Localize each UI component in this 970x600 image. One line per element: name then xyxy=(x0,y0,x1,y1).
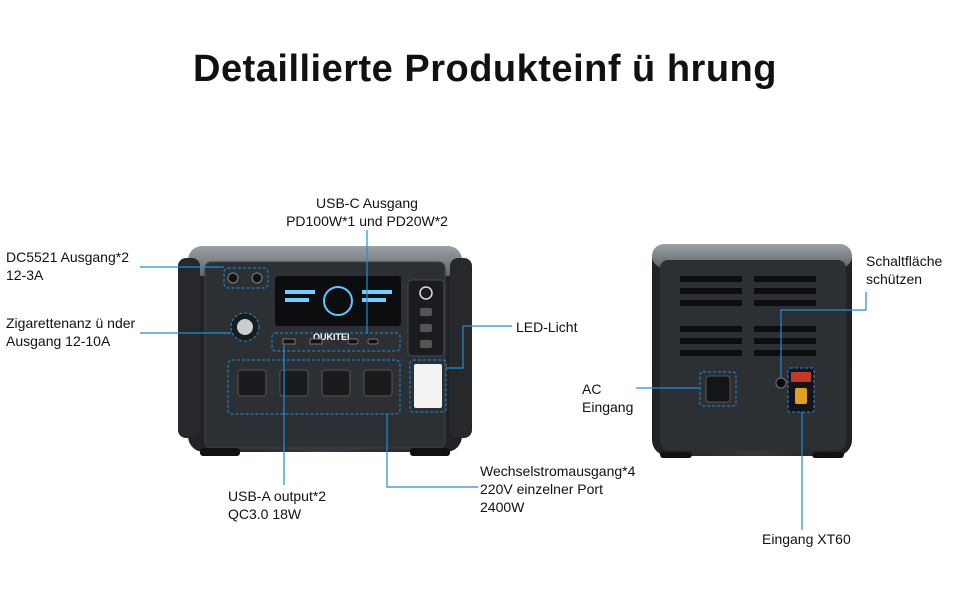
power-icon xyxy=(419,286,433,300)
callout-lines xyxy=(140,230,867,530)
callout-line-ac-out xyxy=(386,414,478,488)
socket-icon xyxy=(237,369,393,397)
front-unit: OUKITEL xyxy=(178,246,472,456)
callout-line-protect xyxy=(780,292,867,378)
lamp-icon xyxy=(414,364,442,408)
fan-grille-icon xyxy=(680,276,816,356)
page-title: Detaillierte Produkteinf ü hrung xyxy=(193,48,777,90)
led-light-label: LED-Licht xyxy=(516,319,578,335)
back-unit xyxy=(652,244,852,458)
callout-line-led xyxy=(446,325,512,369)
lcd-display xyxy=(275,276,401,326)
brand-logo: OUKITEL xyxy=(313,332,353,342)
xt60-input-label: Eingang XT60 xyxy=(762,531,851,547)
